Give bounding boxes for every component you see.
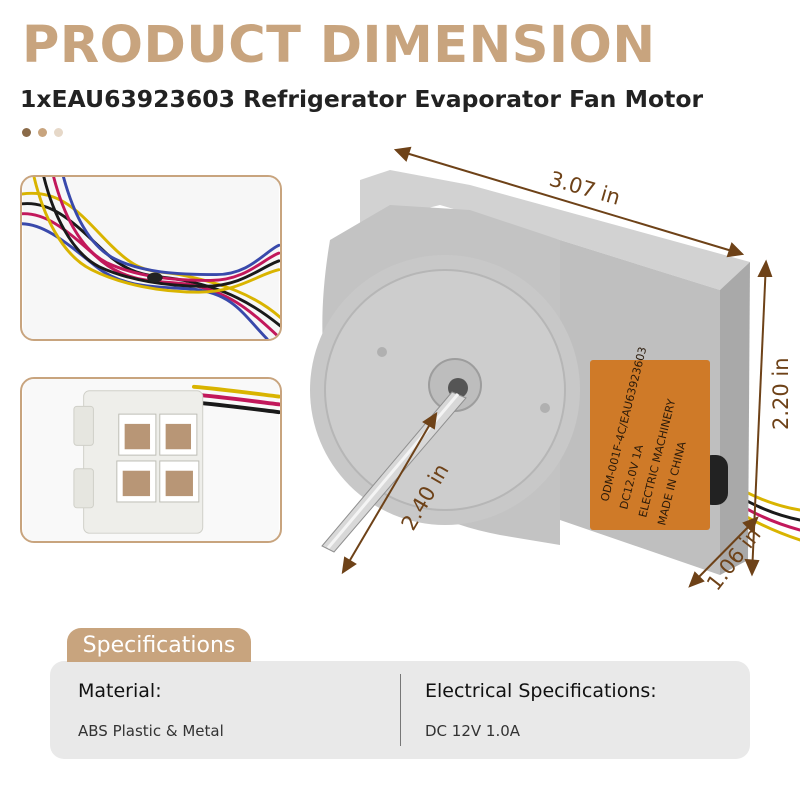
spec-divider	[400, 674, 401, 746]
connector-thumbnail[interactable]	[20, 377, 282, 543]
product-subtitle: 1xEAU63923603 Refrigerator Evaporator Fa…	[20, 85, 704, 113]
length-dimension-label: 3.07 in	[547, 167, 623, 210]
electrical-value: DC 12V 1.0A	[425, 722, 521, 740]
material-value: ABS Plastic & Metal	[78, 722, 224, 740]
page-title: PRODUCT DIMENSION	[22, 16, 656, 75]
pagination-dot-1[interactable]	[22, 128, 31, 137]
electrical-label: Electrical Specifications:	[425, 680, 657, 702]
dimension-lines	[341, 146, 773, 588]
wire-harness-thumbnail[interactable]	[20, 175, 282, 341]
pagination-dot-2[interactable]	[38, 128, 47, 137]
specifications-tab: Specifications	[67, 628, 251, 662]
fan-motor-dimension-diagram: ODM-001F-4C/EAU63923603 DC12.0V 1A ELECT…	[295, 128, 800, 608]
connector-image	[23, 379, 280, 541]
wire-harness-image	[22, 177, 280, 339]
height-dimension-label: 2.20 in	[769, 357, 793, 430]
fan-motor-image: ODM-001F-4C/EAU63923603 DC12.0V 1A ELECT…	[310, 146, 800, 595]
pagination-dots	[22, 128, 63, 137]
material-label: Material:	[78, 680, 162, 702]
motor-label	[590, 360, 710, 530]
pagination-dot-3[interactable]	[54, 128, 63, 137]
